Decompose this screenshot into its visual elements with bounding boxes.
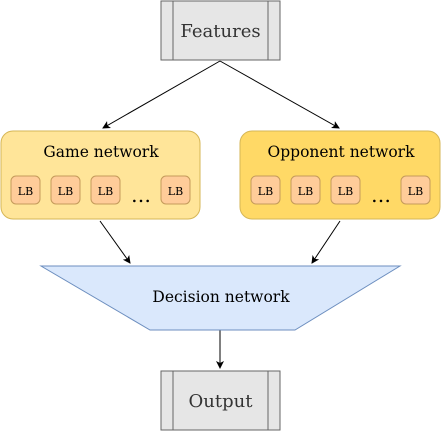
- opponent-lb-block-3: [330, 175, 361, 205]
- opponent-lb-block-1: [250, 175, 281, 205]
- game-lb-label-3: LB: [98, 185, 113, 198]
- edge-features-to-game-network: [102, 60, 221, 129]
- features-label: Features: [180, 21, 260, 42]
- opponent-ellipsis: …: [371, 183, 391, 207]
- opponent-lb-label-2: LB: [298, 185, 313, 198]
- opponent-lb-label-3: LB: [338, 185, 353, 198]
- opponent-network-label: Opponent network: [268, 143, 416, 161]
- game-ellipsis: …: [131, 183, 151, 207]
- features-box: [160, 0, 281, 61]
- game-network-blocks: LB LB LB … LB: [10, 175, 191, 207]
- edge-features-to-opponent-network: [219, 60, 340, 129]
- output-box: [160, 370, 281, 431]
- game-lb-label-4: LB: [168, 185, 183, 198]
- opponent-lb-label-4: LB: [408, 185, 423, 198]
- game-lb-block-4: [160, 175, 191, 205]
- decision-network-shape: [39, 265, 402, 331]
- decision-network-label: Decision network: [152, 288, 290, 306]
- game-network-label: Game network: [43, 143, 159, 161]
- game-lb-block-1: [10, 175, 41, 205]
- game-network-node: Game network LB LB LB … LB: [0, 130, 201, 220]
- opponent-network-blocks: LB LB LB … LB: [250, 175, 431, 207]
- opponent-lb-label-1: LB: [258, 185, 273, 198]
- decision-network-node: Decision network: [39, 265, 402, 331]
- edges: [99, 60, 341, 369]
- opponent-lb-block-2: [290, 175, 321, 205]
- opponent-network-node: Opponent network LB LB LB … LB: [239, 130, 441, 220]
- game-lb-block-2: [50, 175, 81, 205]
- game-lb-block-3: [90, 175, 121, 205]
- output-node: Output: [160, 370, 281, 431]
- opponent-network-box: [239, 130, 441, 220]
- output-label: Output: [189, 391, 254, 412]
- opponent-lb-block-4: [400, 175, 431, 205]
- features-node: Features: [160, 0, 281, 61]
- edge-opponent-network-to-decision-network: [311, 220, 341, 264]
- game-lb-label-2: LB: [58, 185, 73, 198]
- edge-game-network-to-decision-network: [99, 220, 131, 264]
- game-lb-label-1: LB: [18, 185, 33, 198]
